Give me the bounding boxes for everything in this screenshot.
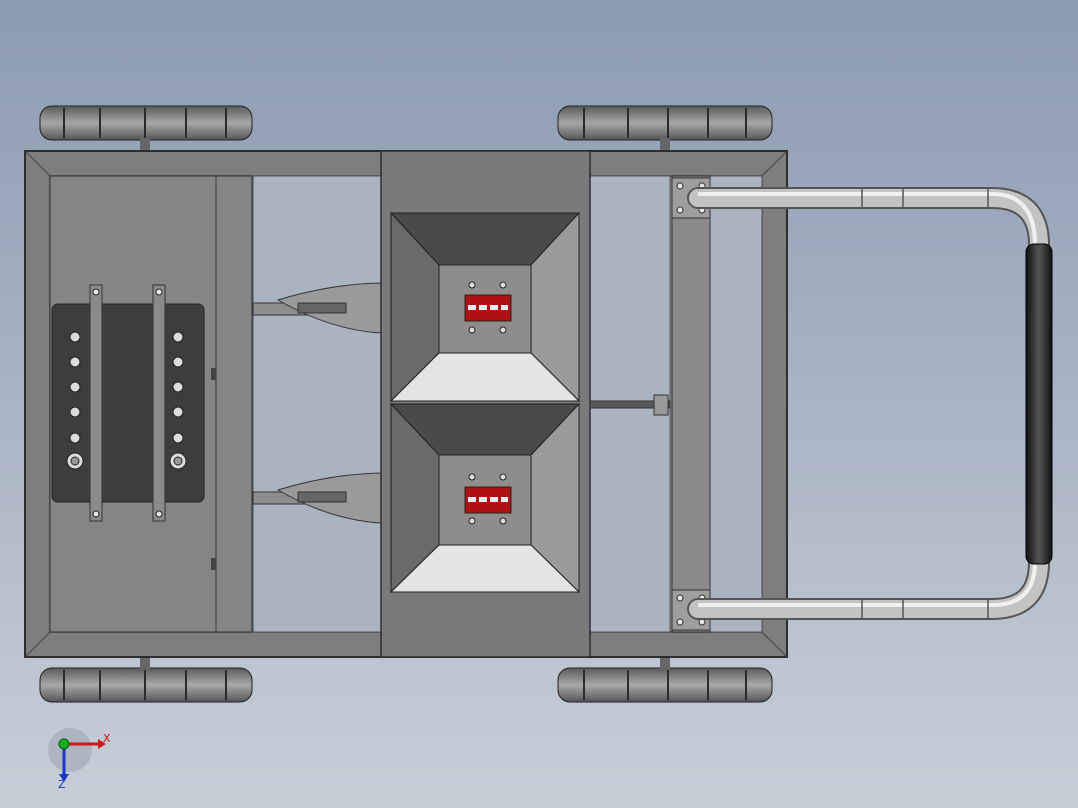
wheel-rear-right[interactable] (557, 667, 773, 703)
wheel-front-left[interactable] (39, 105, 253, 141)
handle-crossbar[interactable] (671, 175, 711, 633)
triad-x-label: X (103, 732, 111, 745)
terminal-screws (66, 331, 187, 470)
wheel-rear-left[interactable] (39, 667, 253, 703)
display-lower (464, 486, 512, 514)
triad-z-label: Z (58, 778, 66, 791)
handle-grip[interactable] (1025, 243, 1053, 565)
axle-stubs (140, 138, 670, 670)
wheel-front-right[interactable] (557, 105, 773, 141)
hopper-upper[interactable] (389, 211, 581, 403)
battery-panel[interactable] (51, 284, 205, 522)
hopper-lower[interactable] (389, 402, 581, 594)
display-upper (464, 294, 512, 322)
threaded-rod[interactable] (589, 394, 671, 416)
orientation-triad[interactable] (48, 728, 106, 782)
